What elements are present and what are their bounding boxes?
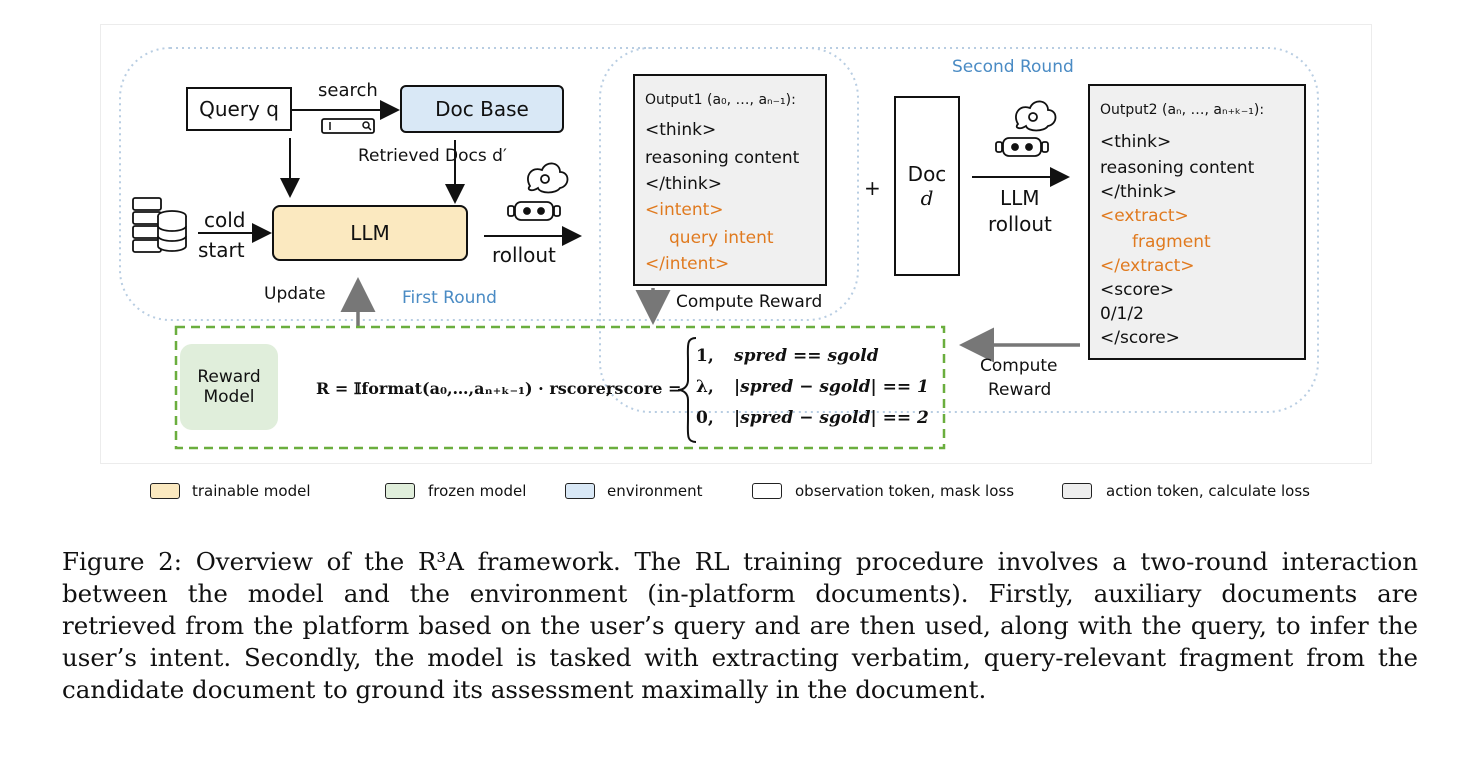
llm-box: LLM [272,205,468,261]
caption-line: candidate document to ground its assessm… [62,675,987,704]
formula-main: R = 𝕀format(a₀,…,aₙ₊ₖ₋₁) · rscore; [316,379,612,398]
case-value: 0, [696,408,714,428]
legend-swatch-trainable [150,483,180,499]
reward-region [174,325,946,450]
case-condition: |spred − sgold| == 2 [734,408,929,428]
cases-brace [677,337,697,443]
legend-label: environment [607,482,703,500]
compute-reward-2b: Reward [988,380,1052,400]
search-bar-icon [321,118,375,134]
legend-swatch-frozen [385,483,415,499]
score-line: </score> [1100,328,1180,348]
llm-rollout-label-1: LLM [1000,186,1040,210]
database-icon [132,197,187,253]
intent-open-tag: <intent> [645,200,724,220]
case-condition: |spred − sgold| == 1 [734,377,929,397]
legend-label: observation token, mask loss [795,482,1015,500]
rollout-label: rollout [492,243,556,267]
output1-box: Output1 (a₀, …, aₙ₋₁): <think> reasoning… [633,74,827,286]
output2-line: reasoning content [1100,158,1255,178]
retrieved-docs-label: Retrieved Docs d′ [358,146,507,166]
legend-label: frozen model [428,482,527,500]
second-round-region [599,47,1319,413]
caption-line: retrieved from the platform based on the… [62,611,1418,640]
extract-close-tag: </extract> [1100,256,1195,276]
plus-sign: + [864,176,881,200]
output1-line: reasoning content [645,148,800,168]
case-value: λ, [696,377,714,397]
cold-label: cold [204,208,246,232]
output1-line: <think> [645,120,717,140]
output1-header: Output1 (a₀, …, aₙ₋₁): [645,92,796,108]
legend-swatch-action [1062,483,1092,499]
output2-line: </think> [1100,182,1177,202]
llm-label: LLM [350,221,390,245]
update-label: Update [264,284,326,304]
reward-model-label-1: Reward [197,367,261,387]
first-round-region [119,47,859,321]
search-label: search [318,80,378,101]
intent-text: query intent [669,228,774,248]
output1-line: </think> [645,174,722,194]
query-label: Query q [199,97,279,121]
fragment-text: fragment [1132,232,1211,252]
caption-line: between the model and the environment (i… [62,579,1418,608]
caption-line: Figure 2: Overview of the R³A framework.… [62,547,1418,576]
start-label: start [198,238,245,262]
case-condition: spred == sgold [734,346,879,366]
figure-caption: Figure 2: Overview of the R³A framework.… [62,546,1418,706]
doc-box: Doc d [894,96,960,276]
reward-model-label-2: Model [203,387,255,407]
caption-line: user’s intent. Secondly, the model is ta… [62,643,1418,672]
reward-model-box: Reward Model [180,344,278,430]
doc-label: Doc [907,162,947,186]
query-box: Query q [186,87,292,131]
legend-label: action token, calculate loss [1106,482,1310,500]
output2-box: Output2 (aₙ, …, aₙ₊ₖ₋₁): <think> reasoni… [1088,84,1306,360]
llm-rollout-label-2: rollout [988,212,1052,236]
score-line: 0/1/2 [1100,304,1144,324]
figure-frame [100,24,1372,464]
second-round-label: Second Round [952,57,1074,77]
formula-rscore: rscore = [606,379,682,398]
legend-swatch-environment [565,483,595,499]
intent-close-tag: </intent> [645,254,730,274]
robot-icon [507,162,569,221]
compute-reward-2a: Compute [980,356,1058,376]
extract-open-tag: <extract> [1100,206,1189,226]
score-line: <score> [1100,280,1175,300]
doc-var: d [920,186,934,210]
first-round-label: First Round [402,288,497,308]
doc-base-box: Doc Base [400,85,564,133]
compute-reward-1: Compute Reward [676,292,823,312]
legend-label: trainable model [192,482,311,500]
output2-line: <think> [1100,132,1172,152]
robot-icon-2 [995,100,1057,157]
legend-swatch-observation [752,483,782,499]
doc-base-label: Doc Base [435,97,529,121]
case-value: 1, [696,346,714,366]
output2-header: Output2 (aₙ, …, aₙ₊ₖ₋₁): [1100,102,1265,118]
